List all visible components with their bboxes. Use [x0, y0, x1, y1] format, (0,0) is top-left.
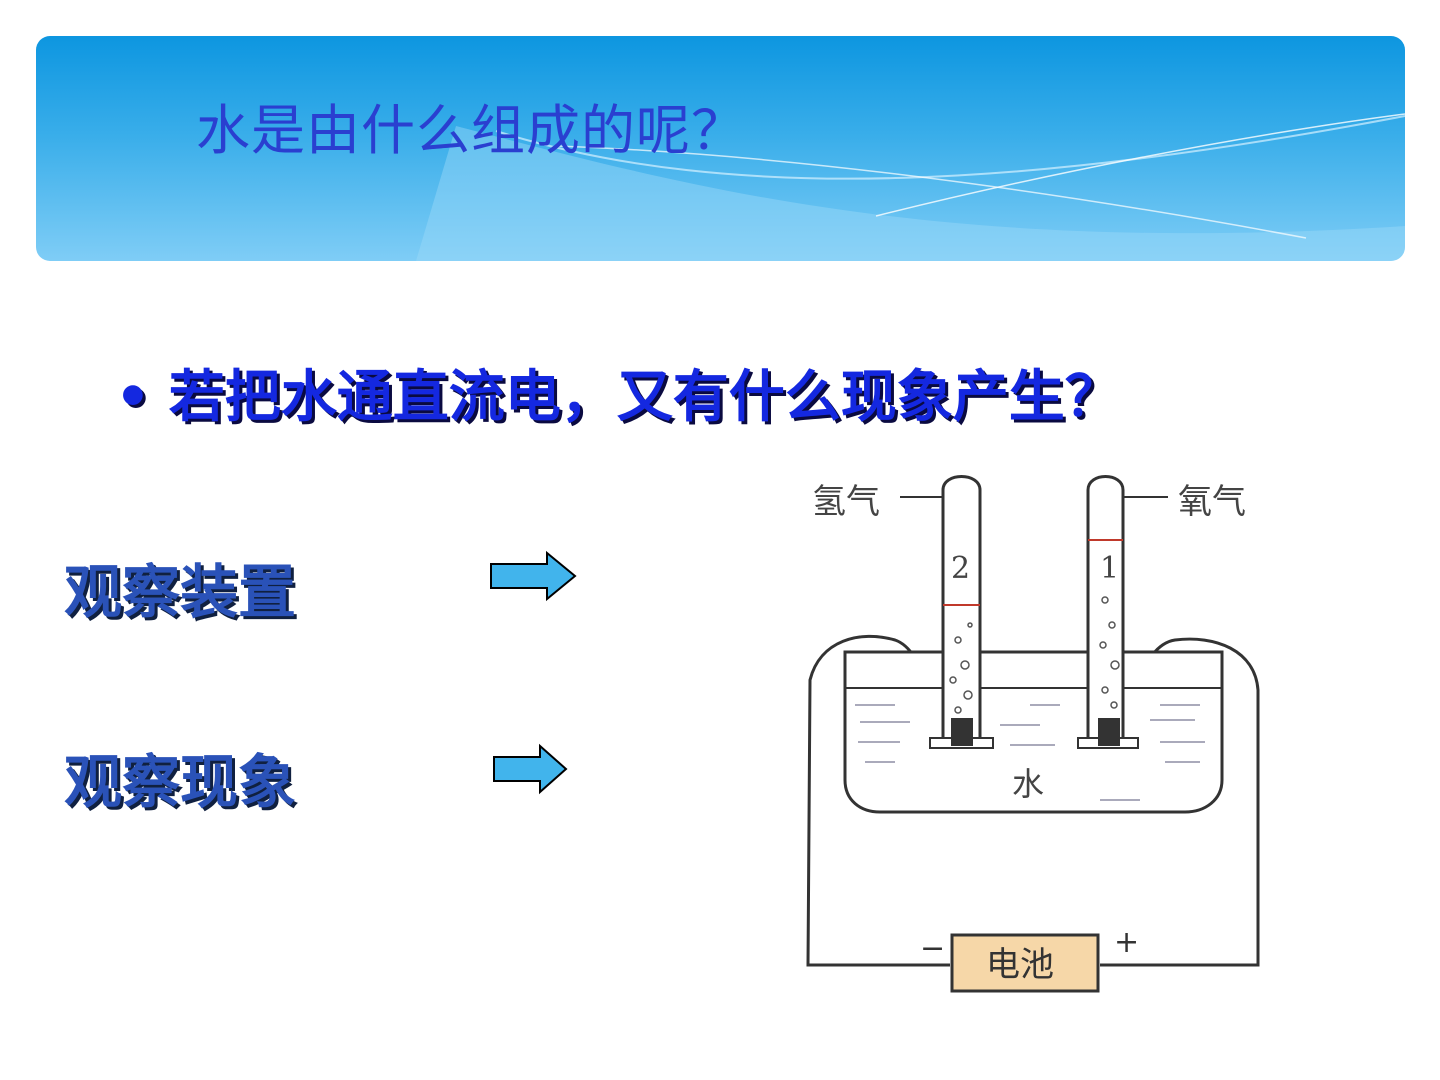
banner-waves [416, 113, 1405, 261]
title-banner: 水是由什么组成的呢？ [36, 36, 1405, 261]
battery [950, 933, 1100, 993]
arrow-right-icon [490, 550, 577, 602]
tube-number-right: 1 [1100, 551, 1119, 586]
label-observe-device: 观察装置 [64, 558, 297, 626]
label-observe-phenomenon: 观察现象 [64, 748, 297, 816]
question-text: 若把水通直流电，又有什么现象产生？ [168, 364, 1121, 430]
minus-sign: − [920, 931, 945, 966]
test-tube-right [1086, 475, 1125, 742]
electrode-left [951, 718, 973, 746]
label-oxygen: 氧气 [1178, 482, 1246, 522]
arrow-right-icon [493, 743, 568, 795]
question-line: • 若把水通直流电，又有什么现象产生？ [115, 352, 1121, 433]
electrode-right [1098, 718, 1120, 746]
battery-label: 电池 [986, 945, 1054, 985]
bullet-icon: • [115, 364, 151, 430]
bubbles [949, 596, 1120, 714]
slide-title: 水是由什么组成的呢？ [196, 99, 746, 162]
water-trough [843, 650, 1224, 814]
water-lines [855, 704, 1205, 801]
label-hydrogen: 氢气 [812, 482, 880, 522]
tube-number-left: 2 [951, 551, 970, 586]
plus-sign: + [1114, 925, 1139, 960]
electrolysis-diagram: 氢气 氧气 2 1 水 电池 − + [806, 475, 1260, 993]
label-water: 水 [1012, 765, 1044, 803]
test-tube-left [941, 475, 982, 742]
